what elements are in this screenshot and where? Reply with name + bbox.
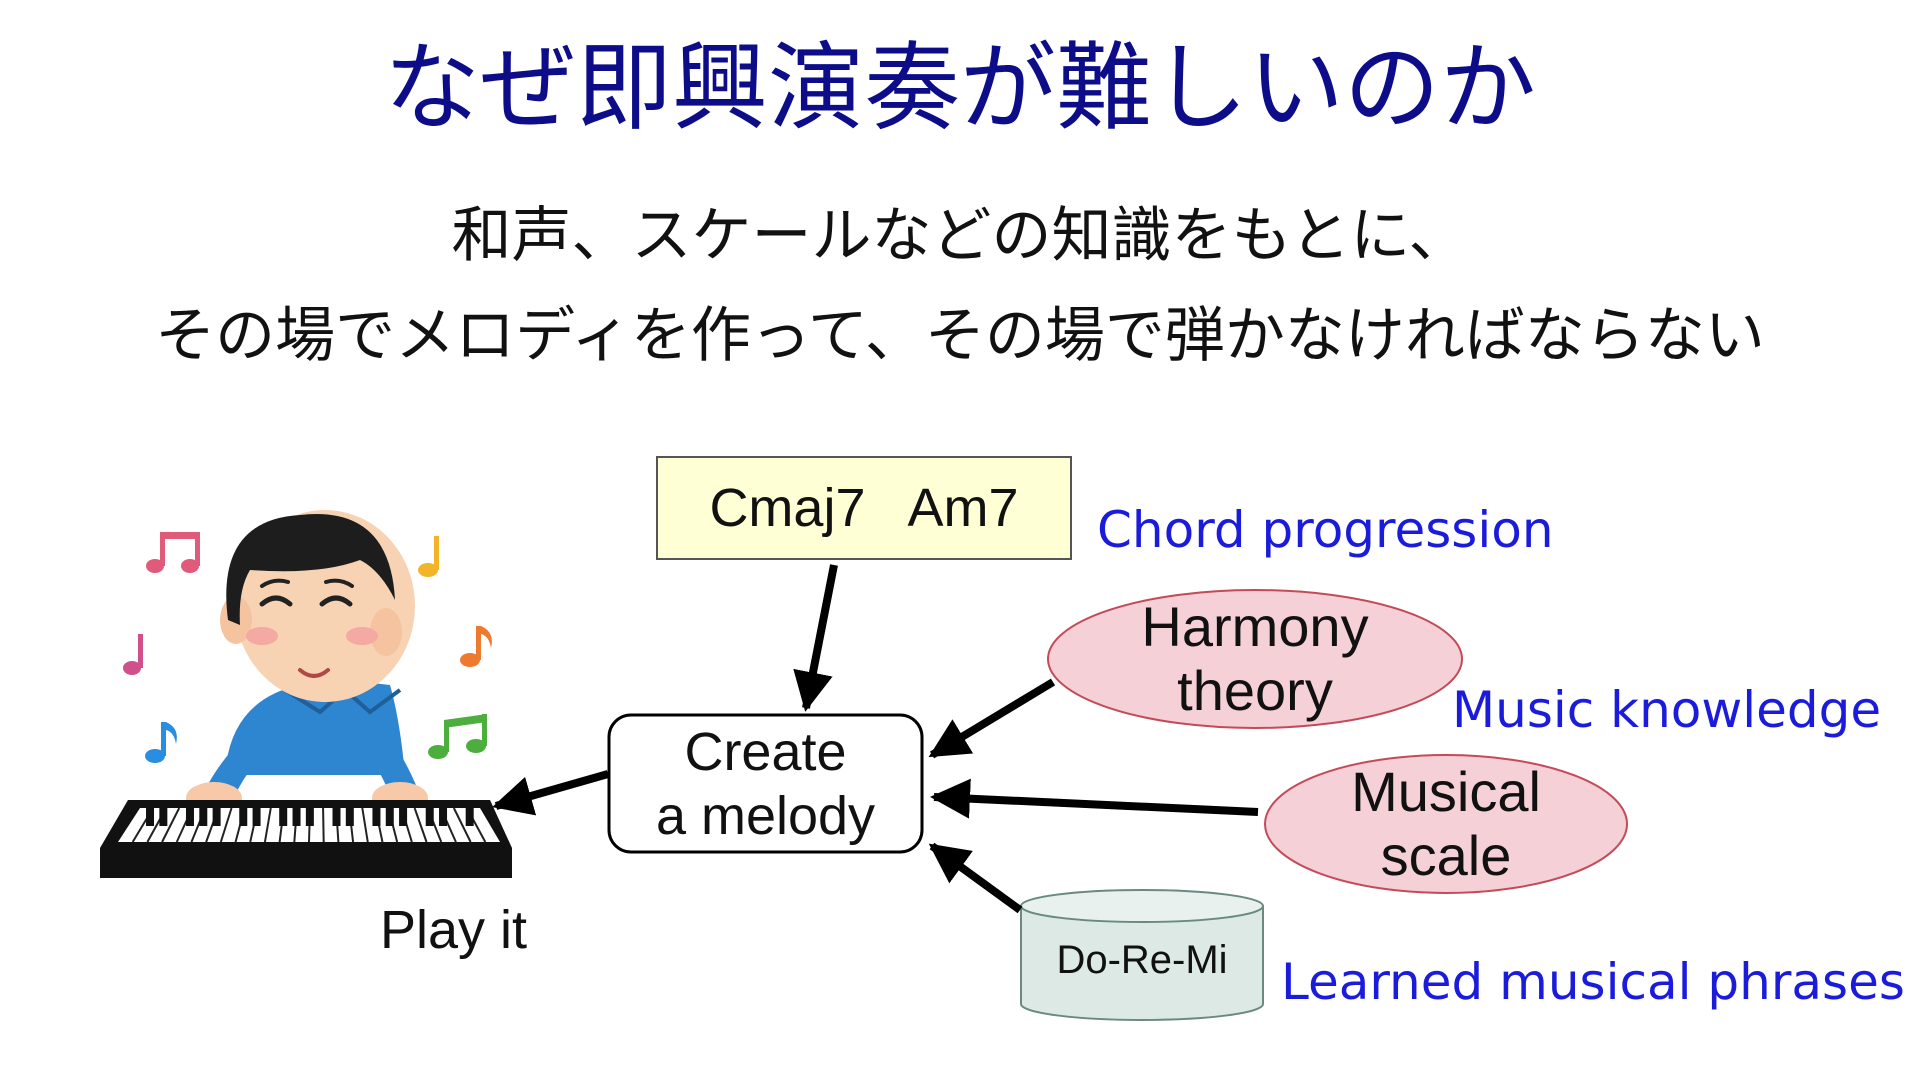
harmony-line-1: Harmony: [1141, 595, 1369, 658]
white-key-divider: [452, 807, 472, 843]
white-key-divider: [361, 807, 369, 843]
black-key: [146, 808, 155, 826]
black-key: [305, 808, 314, 826]
black-key: [185, 808, 194, 826]
black-key: [332, 808, 341, 826]
arrow-chords-to-melody: [793, 564, 838, 712]
white-key-divider: [161, 807, 181, 843]
black-key: [159, 808, 168, 826]
label-chord-progression: Chord progression: [1097, 501, 1554, 559]
black-key: [239, 808, 248, 826]
black-key: [292, 808, 301, 826]
white-key-divider: [413, 807, 428, 843]
black-key: [252, 808, 261, 826]
white-key-divider: [263, 807, 272, 843]
hair-shape: [226, 514, 395, 625]
musical-scale-ellipse: [1264, 754, 1628, 894]
chord-box: [656, 456, 1072, 560]
subtitle-line-2: その場でメロディを作って、その場で弾かなければならない: [155, 301, 1765, 371]
create-melody-line-2: a melody: [655, 785, 876, 846]
black-key: [425, 808, 434, 826]
harmony-theory-text: Harmony theory: [1048, 590, 1462, 728]
blue-note-icon: [145, 722, 177, 763]
arrow-melody-to-play: [492, 770, 610, 816]
create-melody-line-1: Create: [684, 721, 847, 782]
yellow-note-icon: [418, 536, 439, 577]
arrow-scale-to-melody: [930, 778, 1259, 819]
musical-scale-text: Musical scale: [1265, 755, 1627, 893]
black-key: [279, 808, 288, 826]
scale-line-2: scale: [1380, 824, 1512, 887]
arrow-phrases-to-melody: [928, 842, 1023, 914]
subtitle-line-1: 和声、スケールなどの知識をもとに、: [451, 201, 1469, 271]
chord-box-text: Cmaj7 Am7: [709, 478, 1019, 538]
black-key: [372, 808, 381, 826]
white-key-divider: [219, 807, 233, 843]
black-key: [399, 808, 408, 826]
black-key: [199, 808, 208, 826]
white-key-divider: [322, 807, 325, 843]
harmony-line-2: theory: [1177, 659, 1333, 722]
label-music-knowledge: Music knowledge: [1452, 681, 1882, 739]
black-key: [465, 808, 474, 826]
create-melody-box: [607, 713, 924, 854]
phrases-cylinder: [1020, 889, 1264, 1021]
arrow-harmony-to-melody: [928, 678, 1056, 759]
scale-line-1: Musical: [1351, 760, 1541, 823]
magenta-note-icon: [123, 634, 143, 675]
black-key: [385, 808, 394, 826]
orange-note-icon: [460, 626, 492, 667]
pianist-illustration: [100, 510, 512, 878]
label-learned-phrases: Learned musical phrases: [1281, 953, 1905, 1011]
harmony-theory-ellipse: [1047, 589, 1463, 729]
green-note-icon: [428, 714, 487, 759]
play-it-text: Play it: [380, 900, 528, 960]
black-key: [439, 808, 448, 826]
create-melody-text: Create a melody: [609, 715, 922, 852]
phrases-cylinder-text: Do-Re-Mi: [1056, 937, 1228, 982]
black-key: [212, 808, 221, 826]
keyboard-illustration: [100, 800, 512, 878]
page-title: なぜ即興演奏が難しいのか: [384, 32, 1536, 144]
pink-note-icon: [146, 532, 200, 573]
black-key: [345, 808, 354, 826]
